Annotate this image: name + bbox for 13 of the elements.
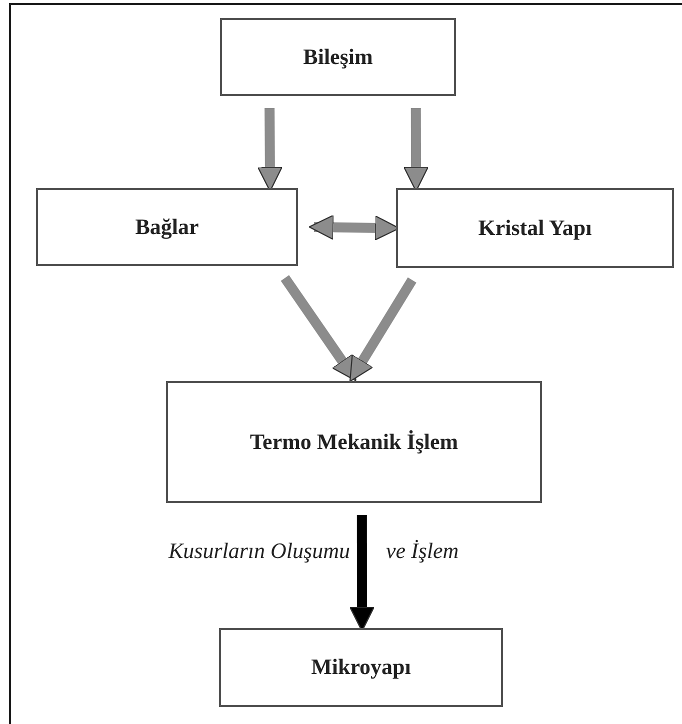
- process-box: [219, 628, 503, 707]
- box-label: Termo Mekanik İşlem: [250, 428, 458, 456]
- box-label: Kristal Yapı: [478, 214, 592, 242]
- box-label: Bağlar: [135, 212, 199, 241]
- process-box: [166, 381, 542, 503]
- process-box: [36, 188, 298, 266]
- label-text: ve İşlem: [386, 538, 459, 564]
- box-label: Bileşim: [303, 42, 373, 71]
- arrow: [280, 275, 356, 382]
- box-label: Mikroyapı: [311, 653, 411, 682]
- process-box: [396, 188, 674, 268]
- arrow: [349, 277, 416, 382]
- process-box: [220, 18, 456, 96]
